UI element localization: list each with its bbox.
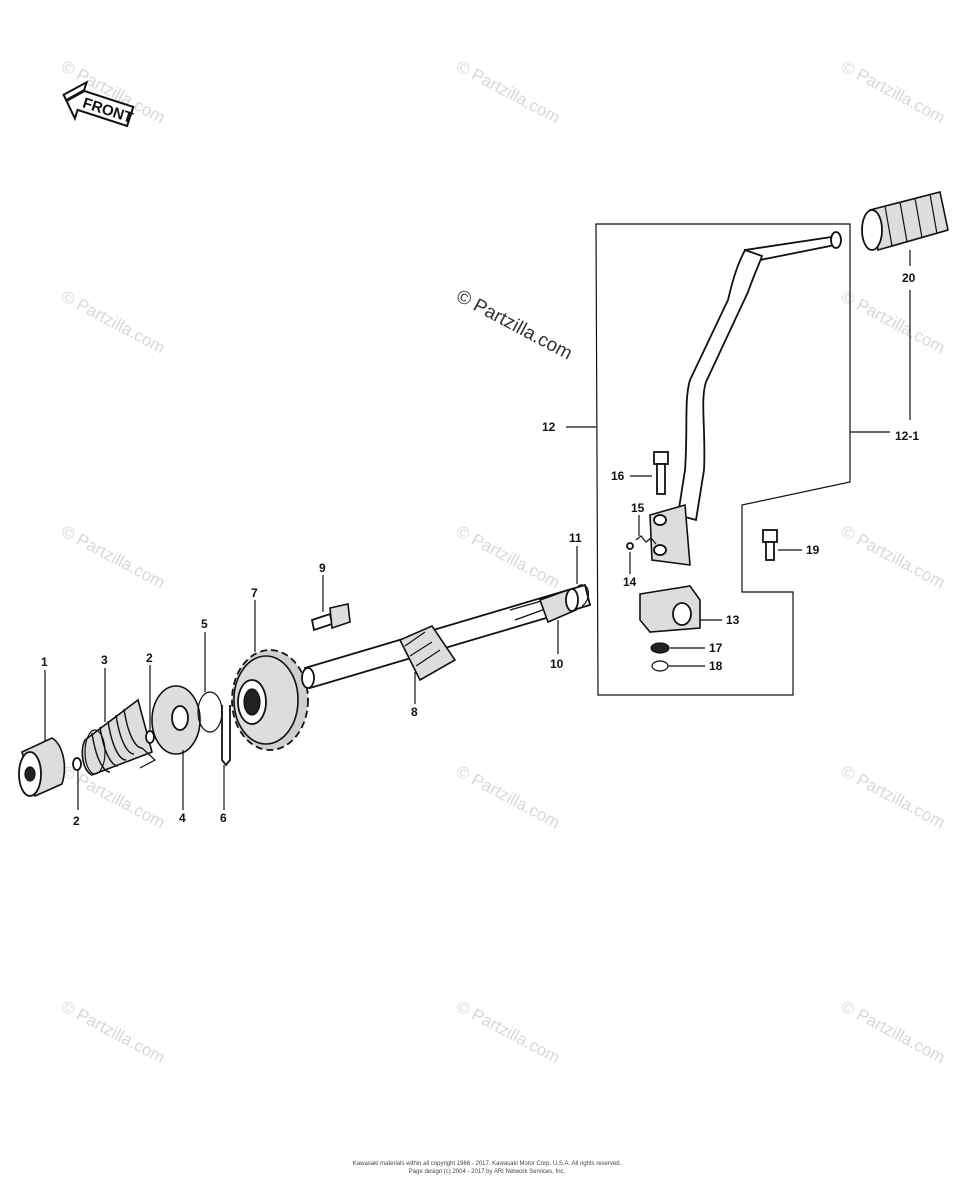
- callout-4: 4: [179, 811, 186, 825]
- circlip-part: [197, 691, 223, 733]
- cap-part: [18, 737, 66, 798]
- callout-20: 20: [902, 271, 916, 285]
- callout-2: 2: [146, 651, 153, 665]
- callout-13: 13: [726, 613, 740, 627]
- callout-3: 3: [101, 653, 108, 667]
- callout-10: 10: [550, 657, 564, 671]
- callout-8: 8: [411, 705, 418, 719]
- watermark: © Partzilla.com: [453, 57, 563, 128]
- watermark-main: © Partzilla.com: [453, 286, 576, 365]
- coil-spring-part: [81, 698, 157, 776]
- callout-1: 1: [41, 655, 48, 669]
- pivot-bolt-part: [653, 451, 669, 495]
- pedal-rubber-part: [861, 191, 949, 252]
- leader-lines: [44, 250, 911, 810]
- watermark: © Partzilla.com: [453, 762, 563, 833]
- watermark: © Partzilla.com: [838, 997, 948, 1068]
- callout-12: 12: [542, 420, 556, 434]
- pin-part: [221, 705, 231, 767]
- callout-7: 7: [251, 586, 258, 600]
- watermark-layer: © Partzilla.com © Partzilla.com © Partzi…: [58, 57, 948, 1068]
- washer-part: [72, 757, 82, 771]
- watermark: © Partzilla.com: [453, 997, 563, 1068]
- callout-12-1: 12-1: [895, 429, 919, 443]
- bolt-part: [310, 603, 351, 632]
- copyright-line: Kawasaki materials within all copyright …: [353, 1161, 622, 1167]
- callout-11: 11: [569, 531, 582, 545]
- watermark: © Partzilla.com: [838, 522, 948, 593]
- callout-15: 15: [631, 501, 645, 515]
- callout-14: 14: [623, 575, 637, 589]
- bolt-part: [762, 529, 778, 561]
- washer-part: [650, 642, 670, 654]
- copyright-footer: Kawasaki materials within all copyright …: [353, 1161, 622, 1175]
- watermark: © Partzilla.com: [838, 57, 948, 128]
- circlip-part: [651, 660, 669, 672]
- watermark: © Partzilla.com: [838, 762, 948, 833]
- ball-part: [626, 542, 634, 550]
- pedal-arm-part: [649, 231, 842, 566]
- detent-spring-part: [635, 535, 657, 545]
- callout-18: 18: [709, 659, 723, 673]
- clamp-block-part: [639, 585, 701, 633]
- watermark: © Partzilla.com: [453, 522, 563, 593]
- spring-clip-part: [577, 584, 589, 607]
- watermark: © Partzilla.com: [58, 997, 168, 1068]
- spring-guide-part: [151, 685, 201, 755]
- collar-part: [538, 588, 579, 624]
- callout-19: 19: [806, 543, 820, 557]
- copyright-line: Page design (c) 2004 - 2017 by ARI Netwo…: [409, 1169, 566, 1175]
- callout-2: 2: [73, 814, 80, 828]
- washer-part: [145, 730, 155, 744]
- watermark: © Partzilla.com: [838, 287, 948, 358]
- callout-5: 5: [201, 617, 208, 631]
- watermark: © Partzilla.com: [58, 522, 168, 593]
- pedal-assembly-frame: [595, 223, 851, 696]
- callout-9: 9: [319, 561, 326, 575]
- callout-labels: 1 2 3 2 4 5 6 7 9 8 10 11 12 12-1 20 13 …: [41, 271, 919, 828]
- callout-17: 17: [709, 641, 723, 655]
- callout-6: 6: [220, 811, 227, 825]
- watermark: © Partzilla.com: [58, 287, 168, 358]
- gear-part: [231, 649, 309, 751]
- callout-16: 16: [611, 469, 625, 483]
- kick-shaft-part: [301, 583, 592, 690]
